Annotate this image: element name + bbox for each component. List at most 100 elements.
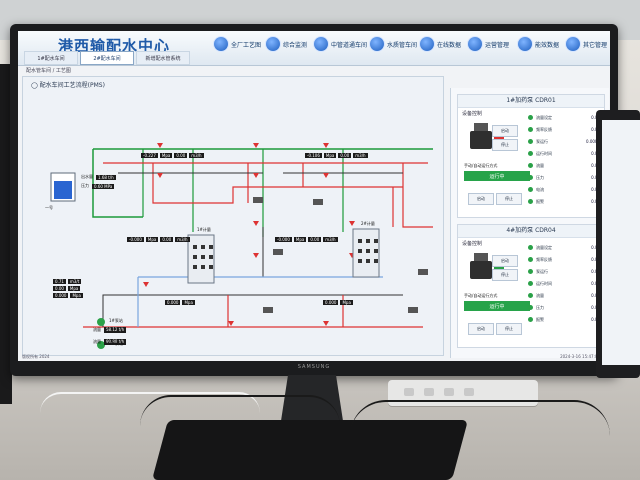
status-dot-icon [528,115,533,120]
device-panel-1-title: 1#加药泵 CDR01 [458,95,604,108]
panel1-kv-4: 流量0.00 [528,161,600,170]
left-readout-0: 出水量 1.68 t/h [81,174,116,180]
status-dot-icon [528,199,533,204]
status-dot-icon [528,151,533,156]
nav-label: 其它管理 [583,41,608,49]
left-readout-1: 压力 0.60 MPa [81,183,115,189]
panel2-status-badge: 运行中 [464,301,530,311]
nav-item-0[interactable]: 全厂工艺图 [214,36,261,52]
left-readouts: 出水量 1.68 t/h 压力 0.60 MPa [81,174,116,189]
readout-block-1: -0.106 Mpa 0.00 m3/h [305,153,368,158]
cable-black-2 [350,400,610,472]
nav-label: 综合监测 [283,41,308,49]
readout-block-2: -0.000 Mpa 0.00 m3/h [127,237,190,242]
nav-item-7[interactable]: 其它管理 [566,36,607,52]
lower-readout-0: 0.71 m3/t [53,279,82,284]
nav-item-6[interactable]: 能效数据 [518,36,559,52]
footer: 版权所有 2024 2024-3-16 15:47:06 [22,354,606,360]
status-dot-icon [528,281,533,286]
device-panel-2-sub: 设备控制 [462,241,483,247]
bottom-left-readout-1: 流量 99.88 t/h [93,339,127,345]
left-monitor-edge [0,64,12,404]
device-port [444,388,454,396]
nav-label: 在线数据 [437,41,462,49]
panel1-kv-0: 流量设定0.00 [528,113,600,122]
bottom-left-readout-0: 流量 58.12 t/h [93,327,127,333]
nav-item-1[interactable]: 综合监测 [266,36,307,52]
status-dot-icon [528,163,533,168]
status-dot-icon [528,257,533,262]
device-panel-2-title: 4#加药泵 CDR04 [458,225,604,238]
factory-icon [214,37,228,51]
panel2-start-button[interactable]: 启动 [492,255,518,267]
lower-readout-2: 0.000 Mpa [53,293,83,298]
status-dot-icon [528,269,533,274]
station-label-0: 1#计量 [197,227,211,232]
device-panel-1-sub: 设备控制 [462,111,483,117]
nav-label: 全厂工艺图 [231,41,262,49]
nav-label: 水质管车间 [387,41,418,49]
station-label-1: 2#计量 [361,221,375,226]
device-port [464,388,474,396]
panel1-status-badge: 运行中 [464,171,530,181]
status-dot-icon [528,305,533,310]
panel2-kv-3: 运行时间0.00 [528,279,600,288]
nav-item-4[interactable]: 在线数据 [420,36,461,52]
panel1-kv-1: 频率反馈0.00 [528,125,600,134]
tab-3[interactable]: 新增配水管系统 [136,51,190,65]
lower-readout-1: 0.00 Mpa [53,286,81,291]
panel2-stop2-button[interactable]: 停止 [496,323,522,335]
panel1-kv-3: 运行时间0.00 [528,149,600,158]
readout-block-4: 0.000 Mpa [165,300,195,305]
tab-2[interactable]: 2#配水车间 [80,51,134,65]
panel1-stop2-button[interactable]: 停止 [496,193,522,205]
panel1-start-button[interactable]: 启动 [492,125,518,137]
panel2-mode-label: 手动/自动运行方式 [464,293,498,298]
right-panels: 1#加药泵 CDR01 设备控制 启动 停止 手动/自动运行方式 运行中 启动 [450,88,609,358]
device-port [404,388,414,396]
panel2-kv-0: 流量设定0.00 [528,243,600,252]
panel1-stop-button[interactable]: 停止 [492,139,518,151]
section-title: ◯ 配水车间工艺流程(PMS) [31,82,105,89]
tab-1[interactable]: 1#配水车间 [24,51,78,65]
device-port [424,388,434,396]
gear-icon [468,37,482,51]
panel2-kv-1: 频率反馈0.00 [528,255,600,264]
monitor-brand: SAMSUNG [297,364,331,370]
status-dot-icon [528,317,533,322]
status-dot-icon [528,139,533,144]
panel1-start2-button[interactable]: 启动 [468,193,494,205]
panel2-start2-button[interactable]: 启动 [468,323,494,335]
panel1-mode-label: 手动/自动运行方式 [464,163,498,168]
panel1-kv-6: 电流0.00 [528,185,600,194]
left-tank-label: 一号 [45,205,53,210]
panel1-kv-7: 报警0.00 [528,197,600,206]
status-dot-icon [528,187,533,192]
process-diagram: ◯ 配水车间工艺流程(PMS) [22,76,444,356]
panel2-kv-6: 报警0.00 [528,315,600,324]
subtabs: 1#配水车间 2#配水车间 新增配水管系统 [18,49,318,65]
readout-block-3: -0.000 Mpa 0.00 m3/h [275,237,338,242]
device-panel-1: 1#加药泵 CDR01 设备控制 启动 停止 手动/自动运行方式 运行中 启动 [457,94,605,218]
nav-label: 中管道通车间 [331,41,368,49]
nav-item-5[interactable]: 运营管理 [468,36,509,52]
device-panel-2: 4#加药泵 CDR04 设备控制 启动 停止 手动/自动运行方式 运行中 启动 [457,224,605,348]
pump-label-0: 1#泵站 [109,318,123,323]
menu-icon [566,37,580,51]
chart-icon [420,37,434,51]
nav-label: 运营管理 [485,41,510,49]
readout-block-0: -0.227 Mpa 0.00 m3/h [141,153,204,158]
monitor-icon [266,37,280,51]
pipe-icon [314,37,328,51]
panel2-stop-button[interactable]: 停止 [492,269,518,281]
nav-item-2[interactable]: 中管道通车间 [314,36,367,52]
nav-label: 能效数据 [535,41,560,49]
cable-white [40,392,260,434]
lower-left-readouts: 0.71 m3/t 0.00 Mpa 0.000 Mpa [53,279,83,298]
status-dot-icon [528,293,533,298]
top-bar: 港西输配水中心 全厂工艺图 综合监测 中管道通车间 水质管车间 在线数据 运营管… [18,31,610,66]
pump-label-1: 2#泵站 [109,341,123,346]
nav-item-3[interactable]: 水质管车间 [370,36,417,52]
side-monitor-screen [602,120,640,365]
